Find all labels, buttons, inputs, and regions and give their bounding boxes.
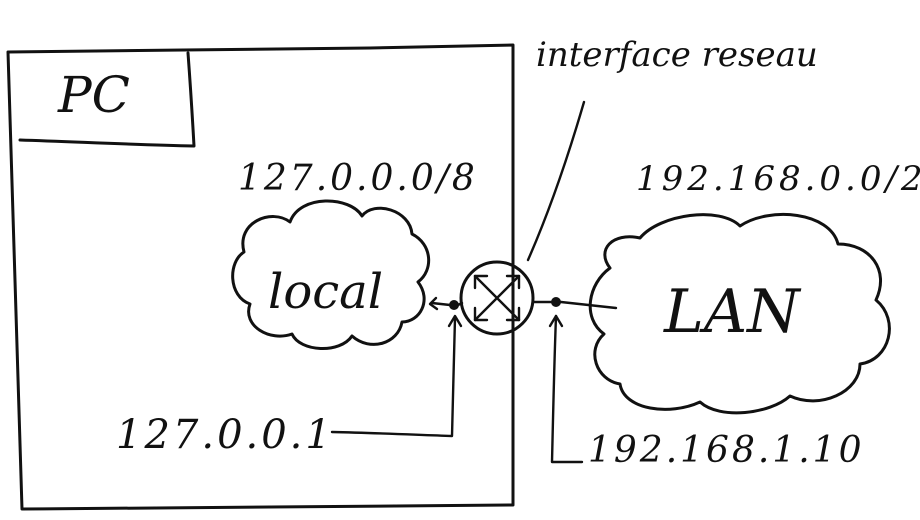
interface-label: interface reseau [536,35,818,75]
lan-address: 192.168.1.10 [588,430,864,471]
interface-arrows [473,274,521,322]
interface-pointer-line [526,100,586,262]
lan-cloud [588,213,891,415]
pc-title: PC [57,66,130,124]
lan-address-leader [550,314,584,464]
local-to-interface-link [456,301,464,307]
local-address-leader [330,316,457,438]
local-interface-dot [449,300,459,310]
local-label: local [268,264,383,320]
pc-title-box [18,51,196,148]
lan-cidr: 192.168.0.0/24 [636,159,920,199]
local-link [430,301,452,307]
interface-to-lan-link [532,300,618,310]
lan-interface-dot [551,297,561,307]
local-address-arrow [447,314,463,328]
network-interface-node [459,260,535,336]
lan-address-arrow [548,314,564,328]
local-address: 127.0.0.1 [116,412,334,458]
local-link-arrow [428,296,439,311]
lan-label: LAN [663,277,802,347]
local-cloud [231,199,431,350]
interface-arrowheads [473,274,521,322]
local-cidr: 127.0.0.0/8 [238,158,478,199]
pc-box [6,43,515,511]
